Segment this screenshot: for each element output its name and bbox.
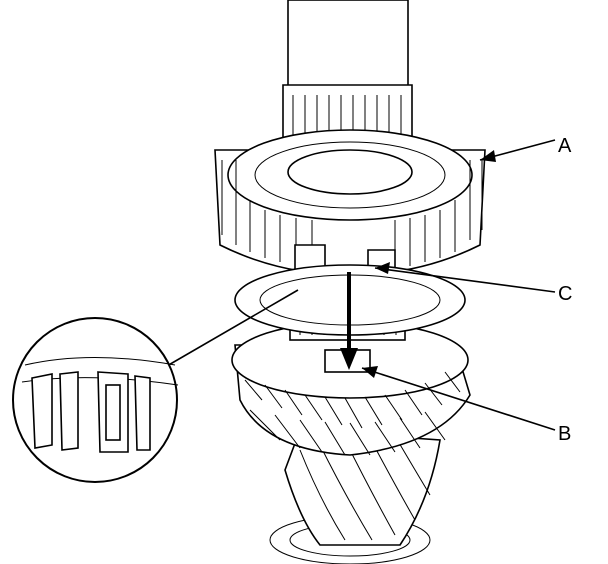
magnified-detail [12, 289, 299, 483]
callouts [361, 139, 556, 431]
direction-arrow [340, 272, 358, 370]
helical-gear [269, 429, 441, 564]
synchro-ring [214, 129, 486, 276]
label-c: C [558, 283, 572, 305]
label-b: B [558, 423, 571, 445]
label-a: A [558, 135, 572, 157]
